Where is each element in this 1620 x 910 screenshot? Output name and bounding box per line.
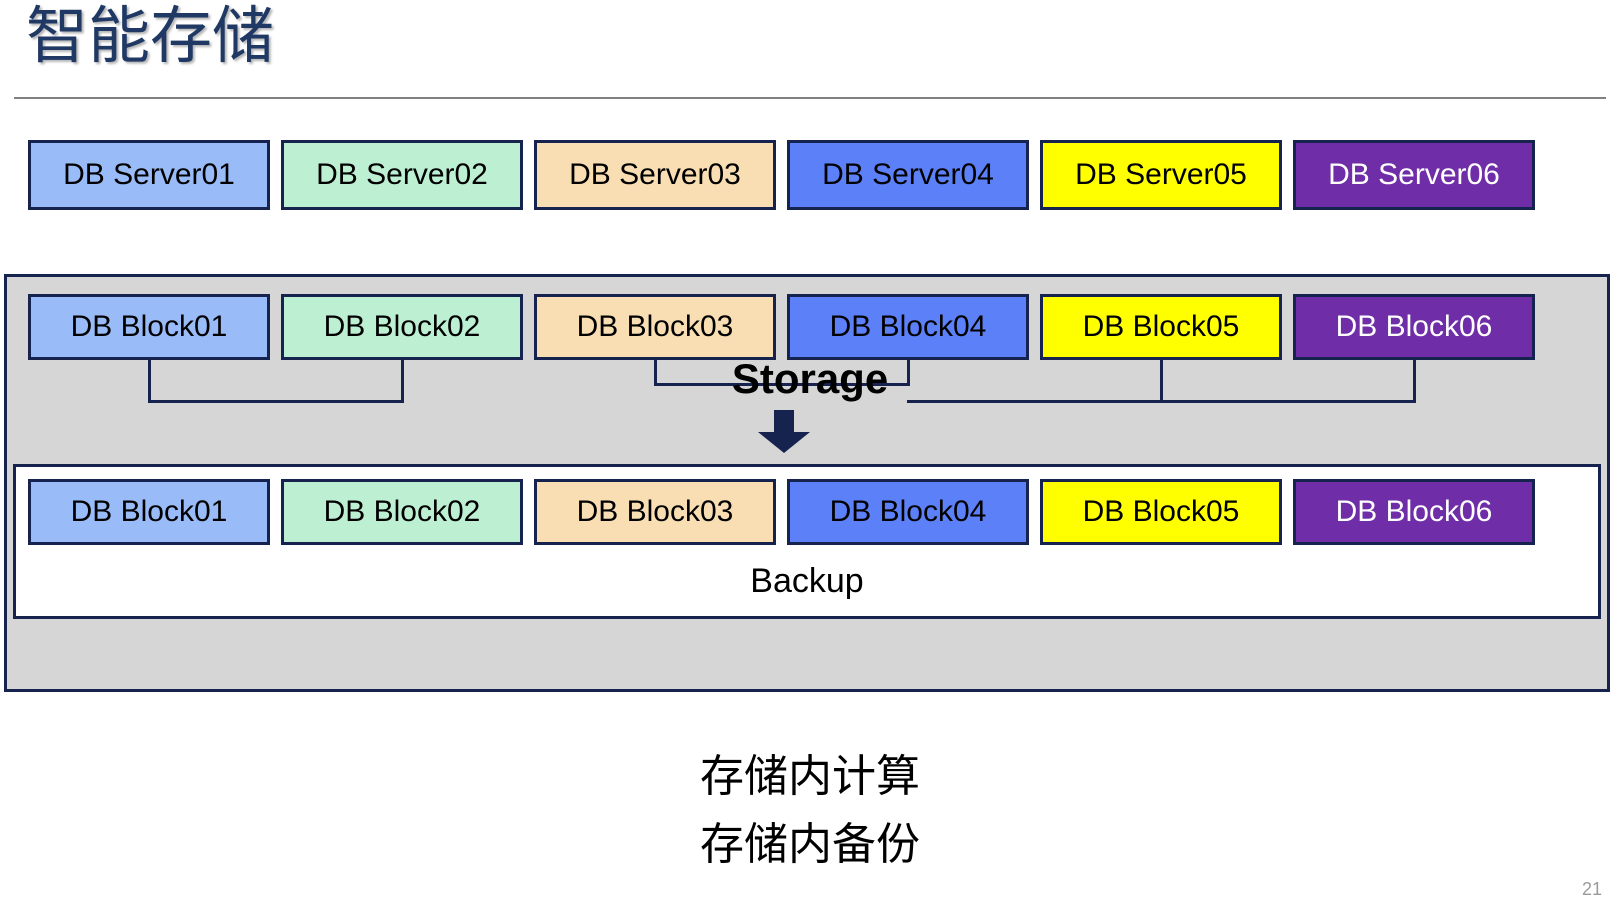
backup-db-block-box-label: DB Block04 bbox=[829, 495, 987, 528]
connector-line-2 bbox=[401, 360, 404, 403]
db-server-box-1[interactable]: DB Server01 bbox=[28, 140, 270, 210]
connector-line-7 bbox=[1160, 360, 1163, 403]
db-block-box-3[interactable]: DB Block03 bbox=[534, 294, 776, 360]
db-server-box-label: DB Server06 bbox=[1328, 158, 1500, 191]
backup-db-block-box-4[interactable]: DB Block04 bbox=[787, 479, 1029, 545]
backup-db-block-box-6[interactable]: DB Block06 bbox=[1293, 479, 1535, 545]
backup-db-block-box-2[interactable]: DB Block02 bbox=[281, 479, 523, 545]
backup-db-block-box-label: DB Block05 bbox=[1082, 495, 1240, 528]
connector-line-6 bbox=[654, 383, 910, 386]
backup-db-block-box-label: DB Block02 bbox=[323, 495, 481, 528]
db-server-box-label: DB Server03 bbox=[569, 158, 741, 191]
db-block-box-label: DB Block01 bbox=[70, 310, 228, 343]
connector-line-3 bbox=[148, 400, 404, 403]
db-server-box-label: DB Server01 bbox=[63, 158, 235, 191]
db-block-box-label: DB Block05 bbox=[1082, 310, 1240, 343]
backup-db-block-box-1[interactable]: DB Block01 bbox=[28, 479, 270, 545]
db-server-box-5[interactable]: DB Server05 bbox=[1040, 140, 1282, 210]
connector-line-9 bbox=[907, 400, 1416, 403]
backup-label: Backup bbox=[750, 562, 864, 600]
db-block-box-label: DB Block02 bbox=[323, 310, 481, 343]
backup-db-block-box-5[interactable]: DB Block05 bbox=[1040, 479, 1282, 545]
backup-db-block-box-label: DB Block06 bbox=[1335, 495, 1493, 528]
page-number: 21 bbox=[1581, 879, 1602, 899]
backup-db-block-box-label: DB Block03 bbox=[576, 495, 734, 528]
db-server-box-label: DB Server05 bbox=[1075, 158, 1247, 191]
backup-db-block-box-3[interactable]: DB Block03 bbox=[534, 479, 776, 545]
db-server-box-6[interactable]: DB Server06 bbox=[1293, 140, 1535, 210]
db-server-box-label: DB Server04 bbox=[822, 158, 994, 191]
connector-line-5 bbox=[907, 360, 910, 386]
caption-in-storage-backup: 存储内备份 bbox=[700, 820, 920, 869]
db-block-box-1[interactable]: DB Block01 bbox=[28, 294, 270, 360]
db-block-box-2[interactable]: DB Block02 bbox=[281, 294, 523, 360]
db-server-box-2[interactable]: DB Server02 bbox=[281, 140, 523, 210]
db-block-box-label: DB Block06 bbox=[1335, 310, 1493, 343]
db-block-box-5[interactable]: DB Block05 bbox=[1040, 294, 1282, 360]
connector-line-8 bbox=[1413, 360, 1416, 403]
caption-in-storage-compute: 存储内计算 bbox=[700, 752, 920, 801]
db-block-box-label: DB Block04 bbox=[829, 310, 987, 343]
connector-line-1 bbox=[148, 360, 151, 403]
db-block-box-label: DB Block03 bbox=[576, 310, 734, 343]
down-arrow-icon bbox=[756, 410, 812, 454]
title-divider bbox=[14, 97, 1606, 99]
storage-label: Storage bbox=[731, 355, 889, 402]
db-server-box-4[interactable]: DB Server04 bbox=[787, 140, 1029, 210]
db-server-box-label: DB Server02 bbox=[316, 158, 488, 191]
page-title: 智能存储 bbox=[26, 2, 275, 71]
backup-db-block-box-label: DB Block01 bbox=[70, 495, 228, 528]
db-block-box-6[interactable]: DB Block06 bbox=[1293, 294, 1535, 360]
db-block-box-4[interactable]: DB Block04 bbox=[787, 294, 1029, 360]
db-server-box-3[interactable]: DB Server03 bbox=[534, 140, 776, 210]
connector-line-4 bbox=[654, 360, 657, 386]
